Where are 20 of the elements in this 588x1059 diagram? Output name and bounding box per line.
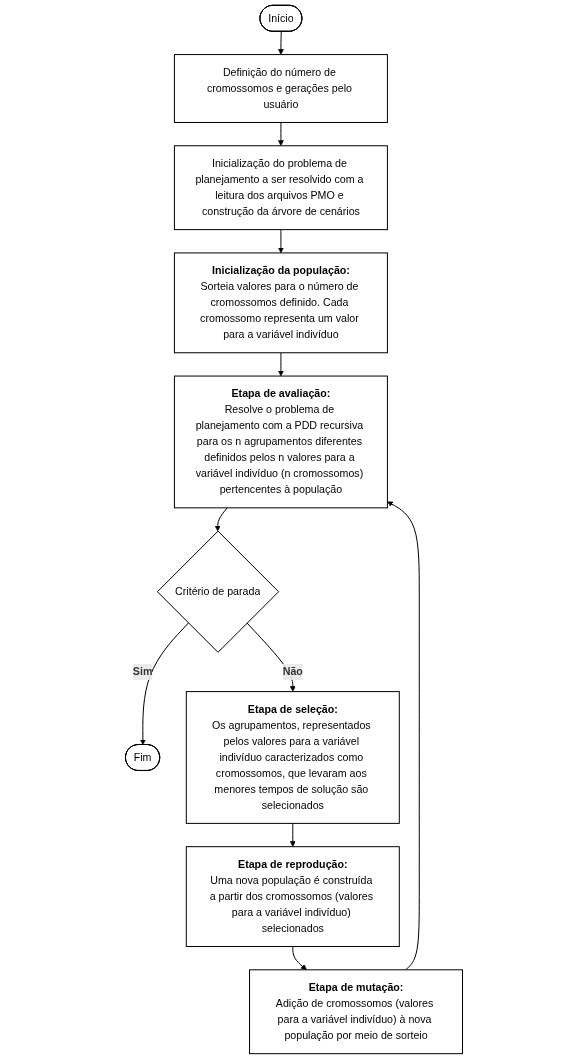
arrow bbox=[387, 501, 420, 971]
node-box: Definição do número de cromossomos e gerações pelo usuário bbox=[173, 54, 388, 123]
node-box: Etapa de mutação: Adição de cromossomos (valores para a variável indivíduo) à nova população por meio de sorteio bbox=[249, 969, 463, 1055]
edge-label: Sim bbox=[132, 665, 153, 678]
arrow bbox=[214, 507, 228, 532]
arrow bbox=[278, 229, 284, 254]
node-box: Inicialização do problema de planejamento a ser resolvido com a leitura dos arquivos PMO e construção da árvore de cenários bbox=[173, 145, 388, 231]
arrow bbox=[278, 121, 284, 147]
node-box: Etapa de avaliação: Resolve o problema de planejamento com a PDD recursiva para os n agrupamentos diferentes definidos pelos n valores para a variável indivíduo (n cromossomos) pertencentes à população bbox=[173, 375, 388, 509]
arrow bbox=[292, 946, 307, 971]
edge-label: Não bbox=[282, 665, 303, 678]
arrow bbox=[278, 352, 284, 377]
arrow bbox=[246, 622, 296, 692]
node-diamond: Critério de parada bbox=[156, 530, 280, 653]
arrow bbox=[139, 622, 189, 746]
node-box: Inicialização da população: Sorteia valores para o número de cromossomos definido. Cada cromossomo representa um valor para a variável indivíduo bbox=[173, 252, 388, 354]
arrow bbox=[289, 822, 296, 847]
node-box: Etapa de seleção: Os agrupamentos, representados pelos valores para a variável indivíduo caracterizados como cromossomos, que levaram aos menores tempos de solução são selecionados bbox=[185, 691, 400, 824]
arrow bbox=[278, 31, 284, 55]
node-box: Etapa de reprodução: Uma nova população é construída a partir dos cromossomos (valores para a variável indivíduo) selecionados bbox=[185, 846, 400, 947]
